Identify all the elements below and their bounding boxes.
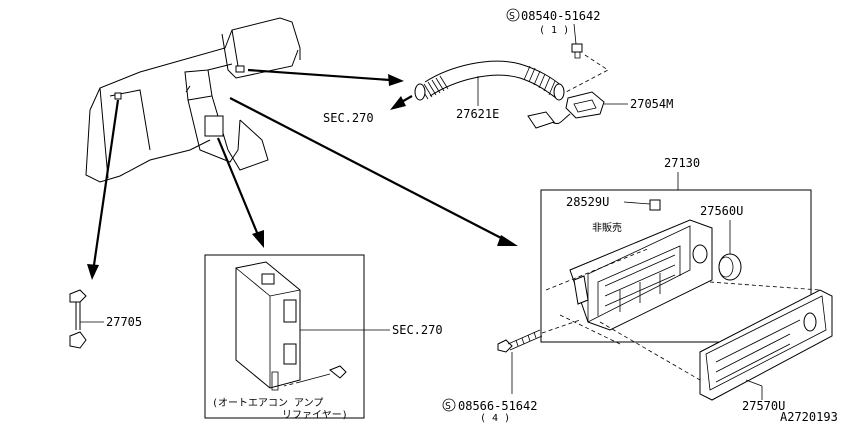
top-bolt-callout: S 08540-51642 ( 1 ) bbox=[506, 8, 609, 93]
panel-part-number: 27570U bbox=[742, 399, 785, 413]
bolt-symbol-top: S bbox=[509, 11, 515, 22]
knob-part-number: 27560U bbox=[700, 204, 743, 218]
finisher-panel: 27570U bbox=[699, 289, 833, 413]
sec-reference-right: SEC.270 bbox=[392, 323, 443, 337]
auto-ac-amplifier-box: SEC.270 (オートエアコン アンプ リファイヤー) bbox=[204, 254, 443, 421]
bolt-bottom-number: 08566-51642 bbox=[458, 399, 537, 413]
sec-reference-left: SEC.270 bbox=[323, 111, 374, 125]
dashboard-illustration bbox=[85, 17, 301, 183]
assembly-part-number: 27130 bbox=[664, 156, 700, 170]
diagram-id: A2720193 bbox=[780, 410, 838, 424]
bottom-bolt-callout: S 08566-51642 ( 4 ) bbox=[442, 319, 581, 424]
bolt-bottom-qty: ( 4 ) bbox=[480, 413, 510, 424]
aspirator-duct: 27621E bbox=[414, 60, 565, 121]
sensor-part-number: 27054M bbox=[630, 97, 673, 111]
grommet-part-number: 27705 bbox=[106, 315, 142, 329]
duct-part-number: 27621E bbox=[456, 107, 499, 121]
amp-caption-line1: (オートエアコン アンプ bbox=[212, 397, 323, 409]
control-assembly: 27130 28529U 非販売 27560U bbox=[540, 156, 821, 381]
screw-part-number: 28529U bbox=[566, 195, 609, 209]
pointer-arrows bbox=[87, 68, 518, 280]
in-vehicle-sensor: 27054M bbox=[527, 91, 673, 129]
bolt-top-qty: ( 1 ) bbox=[539, 25, 569, 36]
amp-caption-line2: リファイヤー) bbox=[282, 410, 348, 421]
grommet-sensor: 27705 bbox=[69, 289, 142, 349]
not-for-sale-label: 非販売 bbox=[592, 221, 622, 234]
bolt-symbol-bottom: S bbox=[445, 401, 451, 412]
bolt-top-number: 08540-51642 bbox=[521, 9, 600, 23]
